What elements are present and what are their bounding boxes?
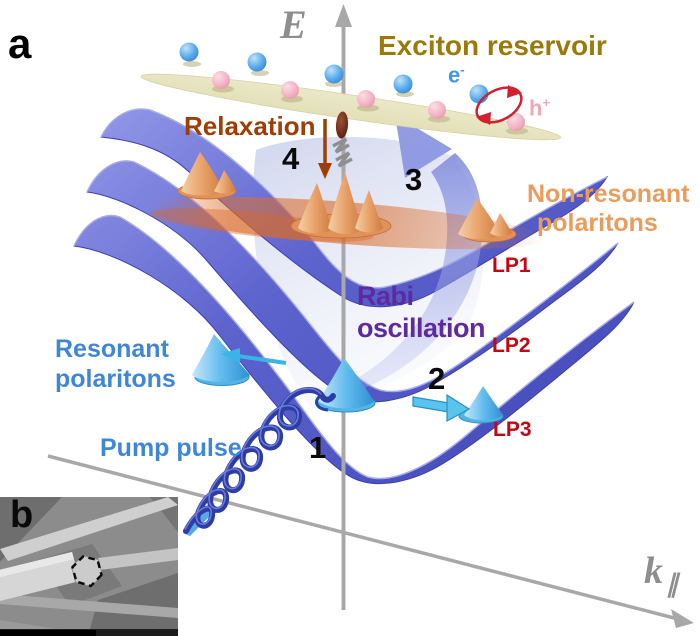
electron-label: e- bbox=[448, 62, 465, 88]
hole-sphere bbox=[212, 71, 230, 89]
momentum-axis-arrowhead-icon bbox=[671, 609, 694, 628]
electron-sphere bbox=[324, 64, 344, 84]
panel-a-label: a bbox=[8, 20, 32, 67]
propagating-wavepacket-lp3 bbox=[458, 386, 504, 424]
exciton-bead-icon bbox=[335, 111, 349, 139]
exciton-pair-orbit-icon bbox=[475, 85, 523, 125]
energy-axis-arrowhead-icon bbox=[335, 4, 352, 27]
hole-sphere bbox=[281, 81, 299, 99]
pump-pulse-wave-icon bbox=[183, 386, 336, 536]
relaxation-label: Relaxation bbox=[184, 111, 316, 141]
non-resonant-wavepacket-center bbox=[290, 172, 392, 239]
sem-inset-image bbox=[0, 497, 178, 636]
momentum-axis-label: k∥ bbox=[644, 550, 679, 598]
dashed-hexagon-outline-icon bbox=[71, 555, 103, 588]
non-resonant-polaritons-label: Non-resonant polaritons bbox=[527, 180, 690, 237]
resonant-wavepacket-left bbox=[192, 334, 250, 386]
lp2-label: LP2 bbox=[492, 334, 531, 357]
pump-pulse-label: Pump pulse bbox=[100, 434, 242, 462]
hole-sphere bbox=[507, 113, 525, 131]
step-2-label: 2 bbox=[428, 361, 446, 396]
step-1-label: 1 bbox=[309, 430, 327, 465]
exciton-reservoir-label: Exciton reservoir bbox=[378, 30, 607, 61]
lp1-label: LP1 bbox=[492, 254, 531, 277]
hole-label: h+ bbox=[529, 95, 551, 121]
non-resonant-wavepacket-right bbox=[458, 198, 517, 243]
resonant-polaritons-label: Resonant polaritons bbox=[55, 335, 176, 393]
electron-sphere bbox=[469, 84, 489, 104]
hole-sphere bbox=[428, 101, 446, 119]
momentum-axis bbox=[47, 454, 694, 628]
electron-sphere bbox=[393, 74, 413, 94]
panel-b-label: b bbox=[10, 494, 34, 536]
electron-spheres bbox=[179, 42, 489, 104]
relaxation-arrow-icon bbox=[318, 119, 332, 179]
hole-sphere bbox=[357, 90, 375, 108]
exciton-reservoir-slab bbox=[140, 73, 562, 141]
lp3-label: LP3 bbox=[493, 418, 532, 441]
electron-sphere bbox=[247, 52, 267, 72]
energy-axis-label: E bbox=[280, 2, 307, 47]
non-resonant-wavepacket-left bbox=[177, 152, 237, 200]
rabi-oscillation-label: Rabi oscillation bbox=[357, 281, 486, 343]
step-4-label: 4 bbox=[282, 141, 300, 176]
step-3-label: 3 bbox=[405, 162, 423, 197]
electron-sphere bbox=[179, 42, 199, 62]
hole-spheres bbox=[212, 71, 525, 131]
axis-break-icon bbox=[332, 137, 353, 168]
propagation-arrow-left-icon bbox=[221, 348, 287, 365]
propagation-arrow-right-icon bbox=[412, 393, 471, 423]
excitation-arrow-icon bbox=[327, 115, 483, 399]
